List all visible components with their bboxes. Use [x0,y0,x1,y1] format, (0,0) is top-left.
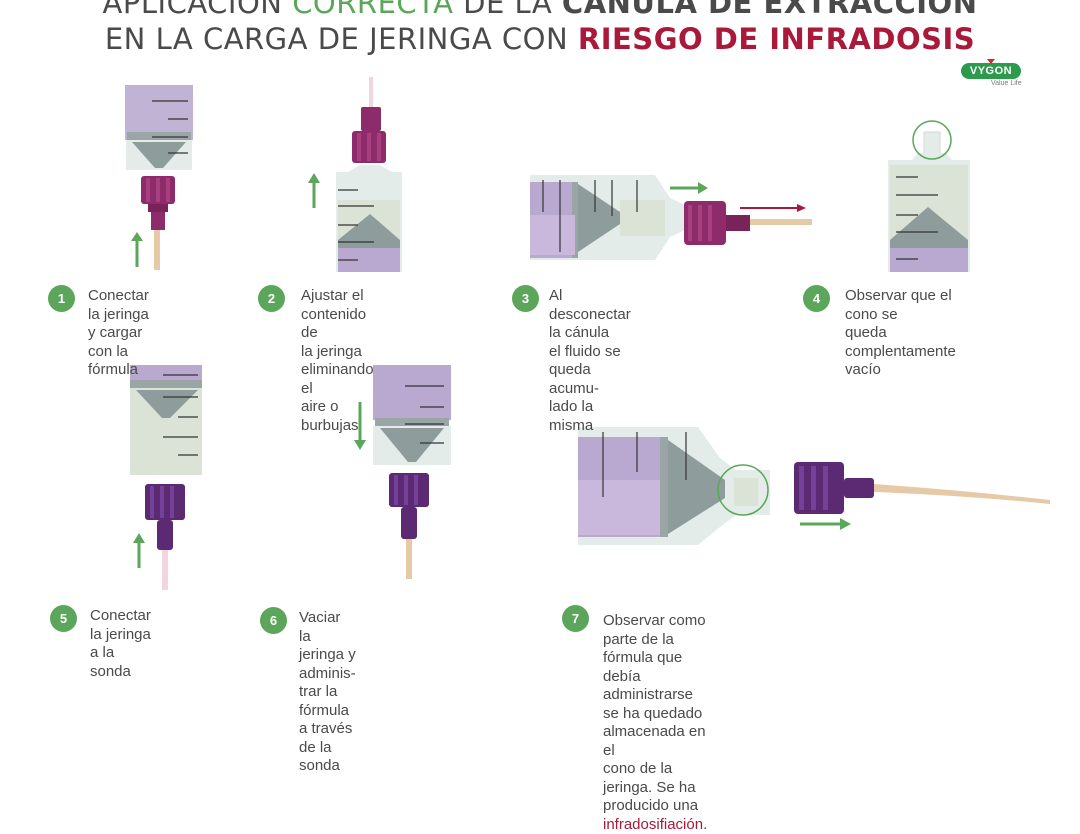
logo-tagline: Value Life [991,80,1022,87]
title-line-2: EN LA CARGA DE JERINGA CON RIESGO DE INF… [0,22,1080,56]
title-part: DE LA [453,0,562,20]
step-text-line: Vaciar la jeringa y adminis- [299,609,356,682]
step-number: 1 [48,285,75,312]
step-number: 3 [512,285,539,312]
step-text: Conectar la jeringa y cargar con la fórm… [88,287,149,380]
step-text-line: Conectar la jeringa [90,607,151,643]
vygon-logo: VYGON Value Life [961,59,1023,89]
step-number: 4 [803,285,830,312]
step-text-line: y cargar con la [88,324,143,360]
step-text: Ajustar el contenido de la jeringa elimi… [301,287,374,435]
step-text-line: trar la fórmula a través de la [299,683,353,756]
step-text-line: aire o burbujas [301,398,359,434]
syringe-illustration-2 [308,77,402,272]
syringe-illustration-3 [530,175,812,260]
step-text-line: sonda [299,757,340,774]
infradosificacion-highlight: infradosifiación [603,815,704,833]
step-text-line: a la sonda [90,644,131,680]
step-number: 5 [50,605,77,632]
step-text-line: vacío [845,361,881,378]
step-text-line: lado la misma [549,398,594,434]
step-number: 7 [562,605,589,632]
title-bold-canula: CÁNULA DE EXTRACCIÓN [561,0,978,20]
title-line-1: APLICACIÓN CORRECTA DE LA CÁNULA DE EXTR… [0,0,1080,20]
step-text-line: cono de la jeringa. Se ha producido una … [603,760,707,834]
step-text-part: cono de la jeringa. Se ha producido una [603,760,699,814]
illustrations [125,77,1050,590]
logo-brand: VYGON [961,63,1021,79]
step-text-line: Observar que el cono se [845,287,952,323]
syringe-illustration-7 [578,427,1050,545]
syringe-illustration-5 [130,365,202,590]
title-highlight-correcta: CORRECTA [292,0,454,20]
step-text-line: fórmula [88,361,139,378]
title-part: APLICACIÓN [102,0,293,20]
step-text: Observar que el cono se queda complentam… [845,287,956,380]
title-highlight-riesgo: RIESGO DE INFRADOSIS [577,22,976,56]
step-number: 2 [258,285,285,312]
step-text-line: la jeringa eliminando el [301,342,374,397]
logo-mark-icon [987,59,995,64]
step-text: Conectar la jeringa a la sonda [90,607,151,681]
syringe-illustration-6 [354,365,451,579]
step-text-part: . [703,815,708,833]
step-text-line: Ajustar el contenido de [301,287,367,341]
step-text-line: queda complentamente [845,324,956,360]
syringe-illustration-1 [125,85,193,270]
step-text-line: el fluido se queda acumu- [549,342,621,397]
step-text-line: Al desconectar la cánula [549,287,631,341]
step-text: Al desconectar la cánula el fluido se qu… [549,287,631,435]
step-text-line: Conectar la jeringa [88,287,149,323]
syringe-illustration-4 [888,120,970,272]
step-text: Observar como parte de la fórmula que de… [603,612,707,834]
step-text: Vaciar la jeringa y adminis- trar la fór… [299,609,356,776]
title-part: EN LA CARGA DE JERINGA CON [104,22,578,56]
step-text-line: administrarse se ha quedado almacenada e… [603,686,706,759]
step-number: 6 [260,607,287,634]
